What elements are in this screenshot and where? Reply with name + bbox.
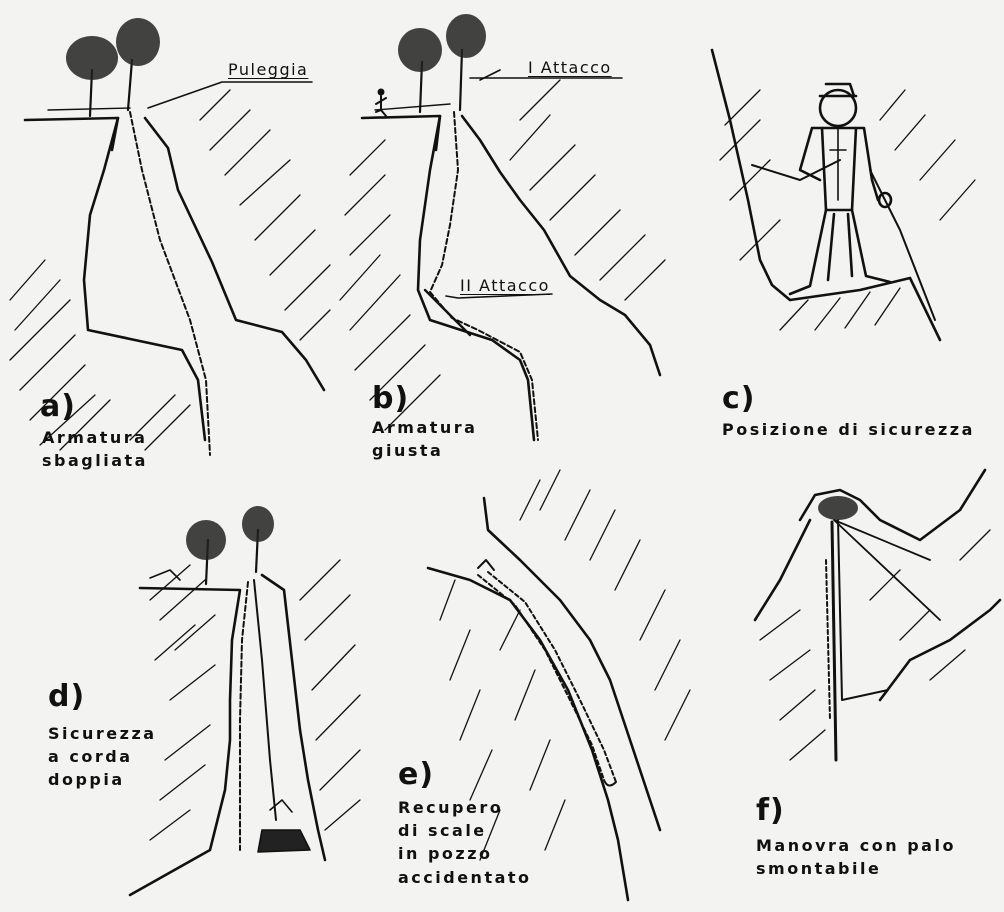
panel-b-caption: Armatura giusta <box>372 416 477 462</box>
panel-b-drawing <box>340 14 665 440</box>
panel-f-drawing <box>755 470 1000 760</box>
panel-d-caption: Sicurezza a corda doppia <box>48 722 157 792</box>
caption-line: smontabile <box>756 857 956 880</box>
caption-line: in pozzo <box>398 842 532 865</box>
panel-a-letter: a) <box>40 392 76 422</box>
callout-primo-attacco: I Attacco <box>528 60 612 76</box>
panel-f-caption: Manovra con palo smontabile <box>756 834 956 880</box>
callout-puleggia: Puleggia <box>228 62 308 78</box>
caption-line: Manovra con palo <box>756 834 956 857</box>
caption-line: Armatura <box>42 426 148 449</box>
caption-line: sbagliata <box>42 449 148 472</box>
panel-c-letter: c) <box>722 384 756 414</box>
caption-line: accidentato <box>398 866 532 889</box>
caption-line: Recupero <box>398 796 532 819</box>
panel-d-drawing <box>130 506 360 895</box>
panel-d-letter: d) <box>48 682 85 712</box>
caption-line: Sicurezza <box>48 722 157 745</box>
caption-line: a corda <box>48 745 157 768</box>
caption-line: Posizione di sicurezza <box>722 418 975 441</box>
panel-a-caption: Armatura sbagliata <box>42 426 148 472</box>
callout-secondo-attacco: II Attacco <box>460 278 550 294</box>
panel-b-letter: b) <box>372 384 409 414</box>
caption-line: giusta <box>372 439 477 462</box>
caption-line: doppia <box>48 768 157 791</box>
panel-e-caption: Recupero di scale in pozzo accidentato <box>398 796 532 889</box>
panel-c-drawing <box>712 50 975 340</box>
panel-c-caption: Posizione di sicurezza <box>722 418 975 441</box>
caption-line: Armatura <box>372 416 477 439</box>
caption-line: di scale <box>398 819 532 842</box>
panel-f-letter: f) <box>756 796 785 826</box>
panel-e-letter: e) <box>398 760 434 790</box>
